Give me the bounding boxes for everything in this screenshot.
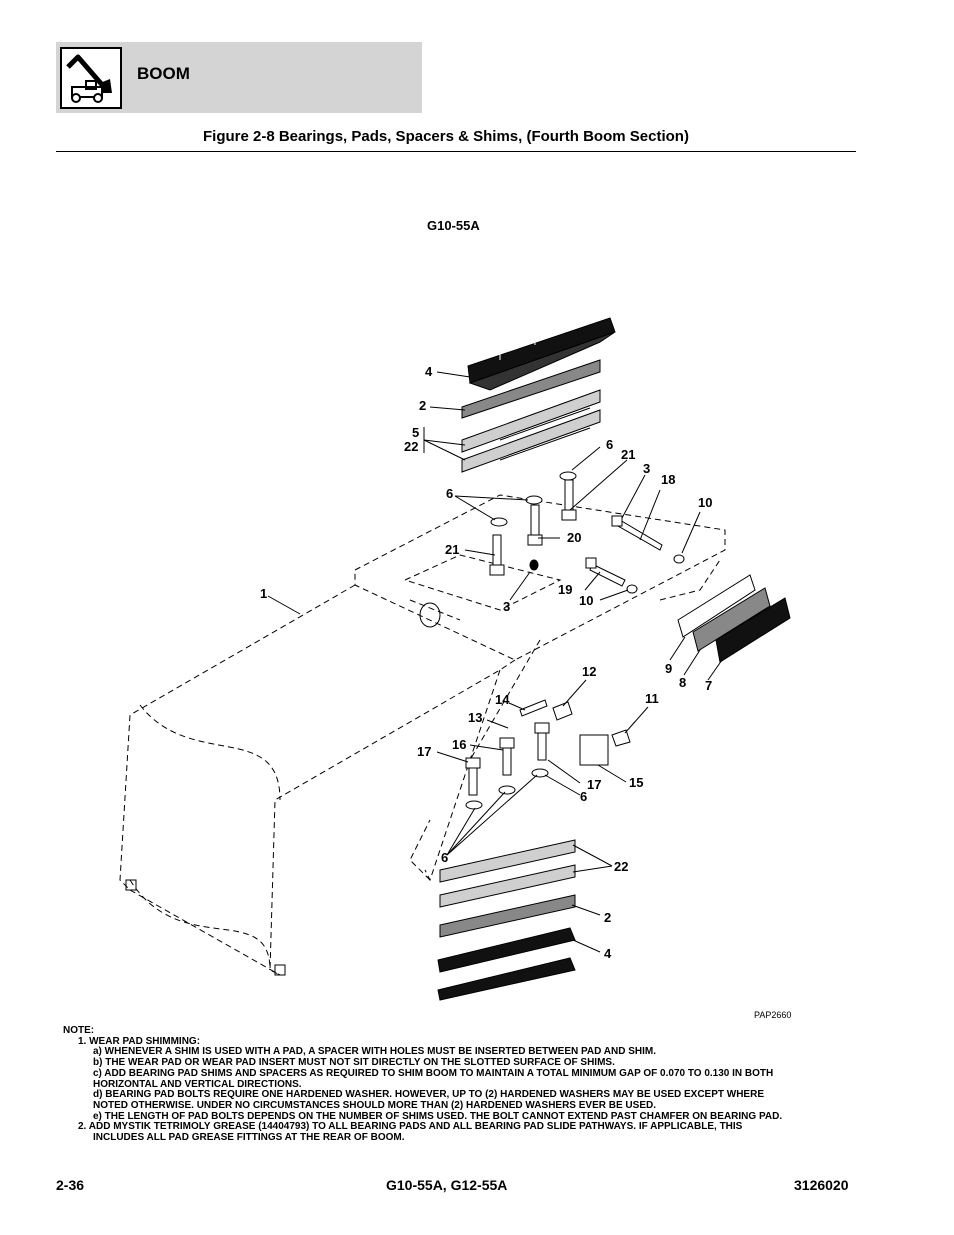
callout-10-lower: 10	[579, 593, 593, 608]
side-bolts	[585, 515, 685, 594]
top-spacer	[461, 359, 601, 419]
notes-block: NOTE: 1. WEAR PAD SHIMMING: a) WHENEVER …	[63, 1025, 863, 1144]
callout-15: 15	[629, 775, 643, 790]
callout-7: 7	[705, 678, 712, 693]
note-1-heading: 1. WEAR PAD SHIMMING:	[78, 1035, 201, 1047]
callout-16: 16	[452, 737, 466, 752]
bottom-shim-1	[439, 839, 576, 883]
footer-models: G10-55A, G12-55A	[386, 1177, 508, 1193]
note-2-line2: INCLUDES ALL PAD GREASE FITTINGS AT THE …	[93, 1132, 405, 1144]
side-shim	[677, 574, 756, 638]
note-1e: e) THE LENGTH OF PAD BOLTS DEPENDS ON TH…	[93, 1110, 783, 1122]
callout-6-top: 6	[606, 437, 613, 452]
callout-17-right: 17	[587, 777, 601, 792]
boom-end-tab	[125, 879, 137, 891]
side-spacer	[692, 587, 771, 652]
callout-6-right: 6	[580, 789, 587, 804]
callout-2: 2	[419, 398, 426, 413]
callout-21: 21	[621, 447, 635, 462]
boom-section-outline	[119, 494, 726, 976]
note-1c-line2: HORIZONTAL AND VERTICAL DIRECTIONS.	[93, 1078, 302, 1090]
figure-title: Figure 2-8 Bearings, Pads, Spacers & Shi…	[203, 128, 689, 145]
callout-22: 22	[404, 439, 418, 454]
note-1c-line1: c) ADD BEARING PAD SHIMS AND SPACERS AS …	[93, 1067, 774, 1079]
side-wear-pad	[715, 597, 791, 663]
callout-6-upper: 6	[446, 486, 453, 501]
bottom-spacer	[439, 894, 576, 938]
top-shim-1	[461, 389, 601, 453]
notes-heading: NOTE:	[63, 1025, 95, 1036]
callout-22-lower: 22	[614, 859, 628, 874]
model-label: G10-55A	[427, 218, 480, 233]
callout-13: 13	[468, 710, 482, 725]
callout-10: 10	[698, 495, 712, 510]
doc-number: 3126020	[794, 1177, 849, 1193]
callout-2-lower: 2	[604, 910, 611, 925]
note-2-line1: 2. ADD MYSTIK TETRIMOLY GREASE (14404793…	[78, 1121, 743, 1133]
callout-14: 14	[495, 692, 510, 707]
bottom-wear-pad	[437, 927, 576, 973]
callout-9: 9	[665, 661, 672, 676]
note-1d-line2: NOTED OTHERWISE. UNDER NO CIRCUMSTANCES …	[93, 1099, 656, 1111]
telehandler-boom-icon-graphic	[66, 54, 112, 103]
callout-11: 11	[645, 691, 659, 706]
drawing-id: PAP2660	[754, 1010, 791, 1020]
note-1d-line1: d) BEARING PAD BOLTS REQUIRE ONE HARDENE…	[93, 1089, 764, 1101]
callout-6-lower: 6	[441, 850, 448, 865]
grease-fittings	[519, 699, 631, 766]
callout-17: 17	[417, 744, 431, 759]
callout-4: 4	[425, 364, 433, 379]
callout-19: 19	[558, 582, 572, 597]
boom-end-tab-lower	[274, 964, 286, 976]
section-title: BOOM	[137, 64, 190, 83]
note-1a: a) WHENEVER A SHIM IS USED WITH A PAD, A…	[93, 1046, 656, 1058]
note-1b: b) THE WEAR PAD OR WEAR PAD INSERT MUST …	[93, 1057, 615, 1069]
callout-21-lower: 21	[445, 542, 459, 557]
callout-20: 20	[567, 530, 581, 545]
callout-4-lower: 4	[604, 946, 612, 961]
callout-5: 5	[412, 425, 419, 440]
telehandler-boom-icon	[60, 47, 122, 109]
upper-bolts	[489, 471, 577, 576]
leader-lines	[267, 371, 723, 953]
exploded-parts-diagram: 1 2 2 3 3 4 4 5 6 6 6 6 7 8 9 10 10 11 1…	[119, 305, 791, 1020]
callout-3-lower: 3	[503, 599, 510, 614]
callout-18: 18	[661, 472, 675, 487]
callout-12: 12	[582, 664, 596, 679]
top-wear-pad	[467, 305, 616, 391]
boom-pin-hole	[419, 602, 441, 628]
top-shim-2	[461, 409, 601, 473]
bottom-shim-2	[439, 864, 576, 908]
page-number: 2-36	[56, 1177, 85, 1193]
callout-1: 1	[260, 586, 267, 601]
callout-3: 3	[643, 461, 650, 476]
lower-bolts	[465, 722, 550, 810]
title-divider	[56, 151, 856, 152]
callout-8: 8	[679, 675, 686, 690]
